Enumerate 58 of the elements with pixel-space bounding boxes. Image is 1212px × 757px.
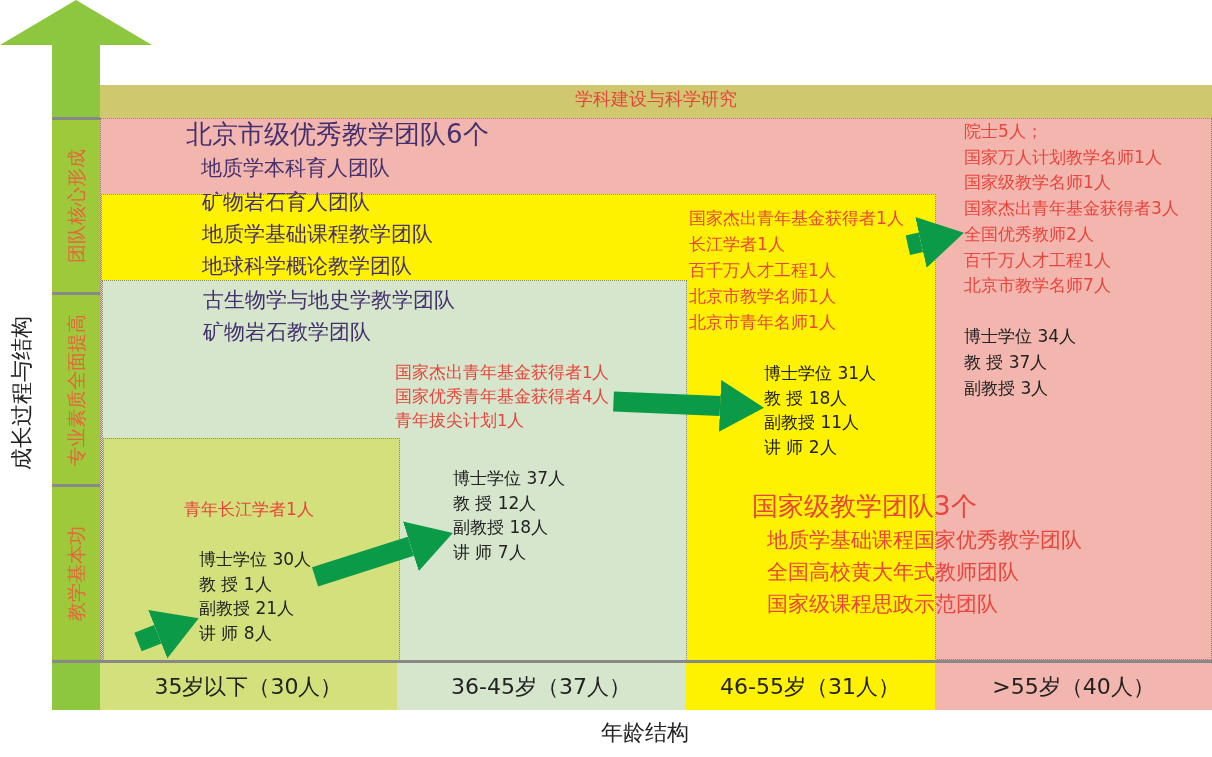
axis-title: 成长过程与结构 bbox=[8, 315, 35, 470]
honor-item: 北京市教学名师1人 bbox=[689, 285, 837, 308]
progress-arrow bbox=[905, 217, 964, 268]
band-title: 学科建设与科学研究 bbox=[574, 88, 738, 110]
stat-item: 讲 师 2人 bbox=[764, 435, 838, 459]
stat-item: 教 授 37人 bbox=[964, 351, 1049, 374]
age-label: 36-45岁（37人） bbox=[397, 663, 685, 710]
age-label: >55岁（40人） bbox=[935, 663, 1212, 710]
honor-item: 国家万人计划教学名师1人 bbox=[964, 145, 1163, 169]
team-item: 矿物岩石教学团队 bbox=[203, 320, 371, 345]
honor-item: 全国优秀教师2人 bbox=[964, 222, 1095, 246]
stat-item: 教 授 1人 bbox=[199, 572, 273, 596]
stat-item: 副教授 3人 bbox=[964, 377, 1050, 400]
age-group-panel bbox=[103, 438, 400, 663]
age-label: 35岁以下（30人） bbox=[100, 663, 397, 710]
team-item: 地质学基础课程教学团队 bbox=[202, 222, 433, 247]
research-band bbox=[100, 85, 1212, 118]
progress-arrow bbox=[312, 521, 453, 587]
team-item: 地质学基础课程国家优秀教学团队 bbox=[767, 528, 1082, 554]
team-heading: 北京市级优秀教学团队6个 bbox=[186, 119, 489, 151]
honor-item: 国家杰出青年基金获得者1人 bbox=[689, 207, 904, 230]
team-item: 矿物岩石育人团队 bbox=[202, 190, 370, 215]
stat-item: 讲 师 7人 bbox=[453, 540, 527, 564]
honor-item: 长江学者1人 bbox=[689, 233, 786, 256]
honor-item: 院士5人； bbox=[964, 120, 1044, 143]
age-group-panel bbox=[102, 280, 687, 662]
honor-item: 国家杰出青年基金获得者1人 bbox=[395, 362, 610, 384]
team-item: 地质学本科育人团队 bbox=[201, 156, 390, 181]
stage-segment: 教学基本功 bbox=[52, 487, 100, 659]
honor-item: 青年拔尖计划1人 bbox=[395, 410, 526, 432]
honor-item: 国家级教学名师1人 bbox=[964, 171, 1112, 195]
stat-item: 副教授 18人 bbox=[453, 516, 550, 539]
progress-arrow bbox=[134, 610, 199, 659]
stat-item: 博士学位 34人 bbox=[964, 325, 1077, 348]
honor-item: 北京市青年名师1人 bbox=[689, 311, 837, 334]
team-item: 古生物学与地史学教学团队 bbox=[203, 288, 455, 313]
axis-title: 年龄结构 bbox=[600, 719, 690, 747]
age-label: 46-55岁（31人） bbox=[685, 663, 935, 710]
team-heading: 国家级教学团队3个 bbox=[752, 491, 977, 523]
honor-item: 国家杰出青年基金获得者3人 bbox=[964, 197, 1179, 221]
honor-item: 北京市教学名师7人 bbox=[964, 274, 1112, 298]
team-item: 地球科学概论教学团队 bbox=[202, 254, 412, 279]
honor-item: 国家优秀青年基金获得者4人 bbox=[395, 386, 610, 408]
honor-item: 青年长江学者1人 bbox=[184, 498, 314, 521]
honor-item: 百千万人才工程1人 bbox=[689, 259, 837, 282]
stat-item: 讲 师 8人 bbox=[199, 621, 273, 645]
stage-segment: 团队核心形成 bbox=[52, 120, 100, 292]
progress-arrow bbox=[613, 379, 764, 432]
stat-item: 博士学位 37人 bbox=[453, 467, 566, 490]
stat-item: 博士学位 30人 bbox=[199, 548, 312, 571]
stat-item: 副教授 11人 bbox=[764, 411, 861, 434]
stage-segment: 专业素质全面提高 bbox=[52, 295, 100, 484]
stat-item: 教 授 12人 bbox=[453, 491, 538, 515]
stat-item: 教 授 18人 bbox=[764, 386, 849, 410]
stat-item: 副教授 21人 bbox=[199, 597, 296, 620]
stat-item: 博士学位 31人 bbox=[764, 362, 877, 385]
honor-item: 百千万人才工程1人 bbox=[964, 248, 1112, 272]
age-group-panel bbox=[100, 118, 1212, 660]
